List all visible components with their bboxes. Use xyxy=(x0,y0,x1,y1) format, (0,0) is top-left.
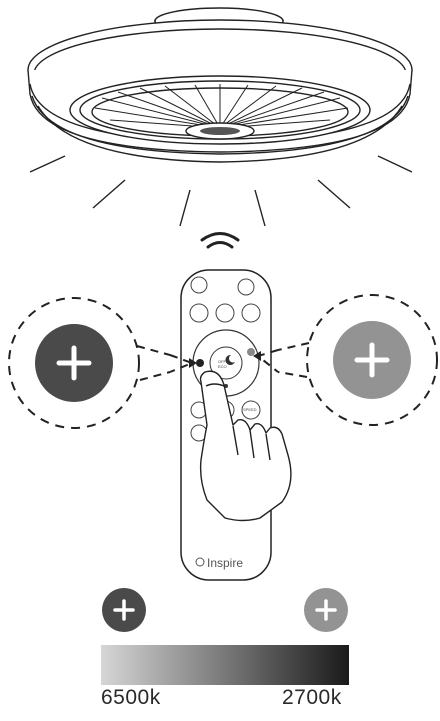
cool-legend-button xyxy=(102,588,146,632)
warm-temperature-label: 2700k xyxy=(282,686,342,710)
speed-label: SPEED xyxy=(243,407,257,412)
color-temperature-bar xyxy=(101,645,349,685)
fan-button-3[interactable] xyxy=(242,304,260,322)
cool-light-callout xyxy=(9,298,197,428)
ceiling-fan xyxy=(28,8,412,226)
light-button[interactable] xyxy=(191,277,207,293)
warm-legend-button xyxy=(304,588,348,632)
fan-button-2[interactable] xyxy=(216,304,234,322)
eco-label: ECO xyxy=(218,364,227,369)
cool-temperature-label: 6500k xyxy=(101,686,161,710)
color-temp-warm-button[interactable] xyxy=(247,348,255,356)
warm-light-callout xyxy=(253,295,437,425)
color-temp-cool-button[interactable] xyxy=(196,359,204,367)
brand-name: Inspire xyxy=(207,556,243,570)
signal-icon xyxy=(202,234,238,248)
timer-button[interactable] xyxy=(238,279,254,295)
fan-button-1[interactable] xyxy=(190,304,208,322)
